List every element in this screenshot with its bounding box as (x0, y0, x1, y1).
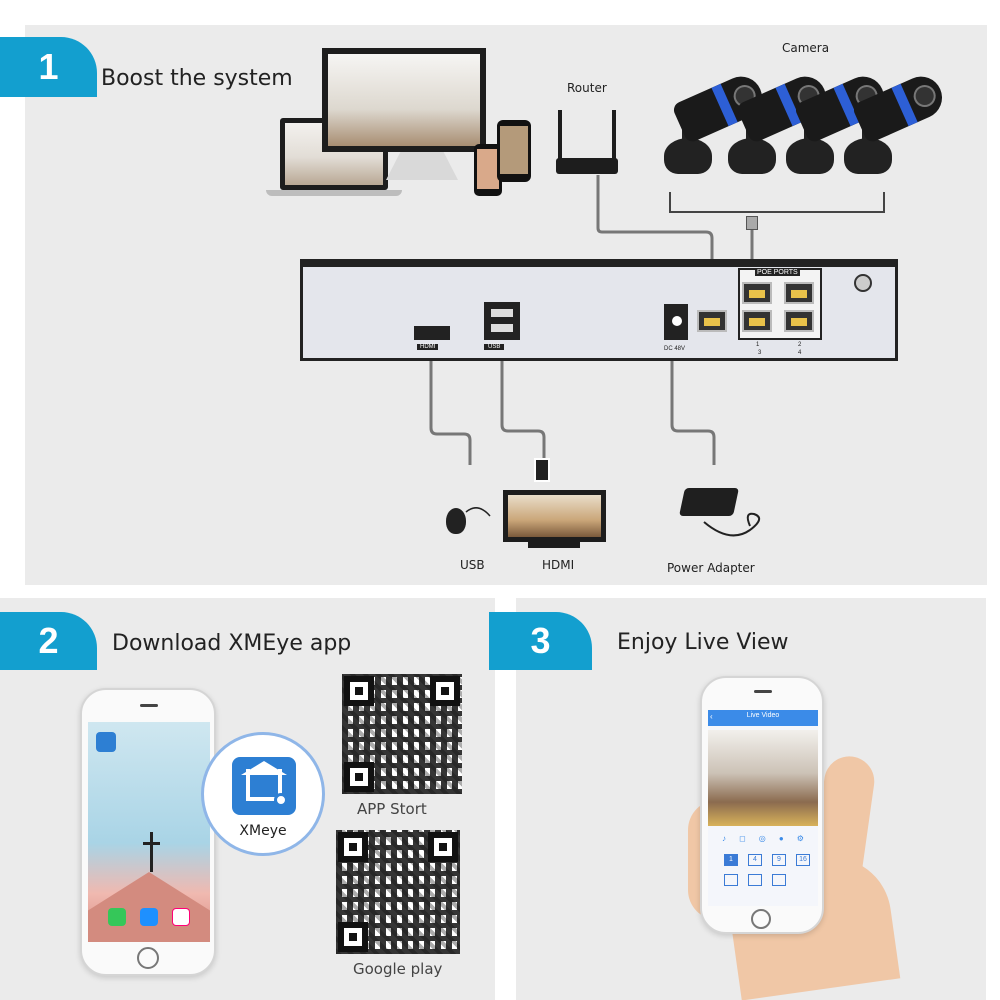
roof-shape (88, 872, 210, 942)
channel-button-9[interactable]: 9 (772, 854, 786, 866)
phone-screen-image-2 (500, 126, 528, 174)
xmeye-app-icon (232, 757, 296, 815)
music-app-icon[interactable] (172, 908, 190, 926)
step-1-title: Boost the system (101, 66, 293, 91)
usb-mouse (446, 508, 466, 534)
step-2-number: 2 (38, 620, 59, 661)
phone-home-screen (80, 688, 216, 976)
fullscreen-button[interactable] (772, 874, 786, 886)
hdmi-peripheral-label: HDMI (542, 558, 575, 572)
split-button[interactable] (748, 874, 762, 886)
camera-4 (836, 69, 949, 188)
poe-port-1[interactable] (742, 282, 772, 304)
phone-home-button-2[interactable] (751, 909, 771, 929)
camera-dot-icon (274, 793, 288, 807)
usb-port-label: USB (484, 344, 505, 350)
xmeye-app-icon-small[interactable] (96, 732, 116, 752)
xmeye-app-badge[interactable]: XMeye (201, 732, 325, 856)
power-port-label: DC 48V (664, 346, 686, 352)
live-camera-feed[interactable] (708, 730, 818, 826)
hdmi-port[interactable] (414, 326, 450, 340)
phone-speaker (140, 704, 158, 707)
back-arrow-icon[interactable]: ‹ (710, 712, 713, 721)
poe-number-1: 1 (756, 342, 760, 348)
settings-icon[interactable]: ⚙ (796, 834, 804, 843)
lan-port[interactable] (697, 310, 727, 332)
power-adapter-label: Power Adapter (667, 561, 755, 575)
step-1-number: 1 (38, 46, 59, 87)
tv-stand (528, 542, 580, 548)
house-icon (246, 769, 288, 807)
laptop-base (266, 190, 402, 196)
poe-number-4: 4 (798, 350, 802, 356)
audio-icon[interactable]: ♪ (722, 834, 726, 843)
live-view-screen: Live Video ‹ ♪ ◻ ◎ ● ⚙ 1 4 9 16 (708, 710, 818, 906)
channel-button-1[interactable]: 1 (724, 854, 738, 866)
desktop-monitor (322, 48, 486, 152)
hdmi-port-label: HDMI (417, 344, 439, 350)
snapshot-icon[interactable]: ◻ (739, 834, 746, 843)
router-device (556, 158, 618, 174)
rj45-plug (746, 216, 758, 230)
poe-port-2[interactable] (784, 282, 814, 304)
safari-app-icon[interactable] (140, 908, 158, 926)
power-port[interactable] (664, 304, 688, 340)
router-antenna-left (558, 110, 562, 160)
camera-1 (656, 69, 769, 188)
camera-3 (778, 69, 891, 188)
channel-button-16[interactable]: 16 (796, 854, 810, 866)
desktop-screen-image (328, 54, 480, 146)
xmeye-app-label: XMeye (239, 823, 287, 839)
poe-port-4[interactable] (784, 310, 814, 332)
channel-button-4[interactable]: 4 (748, 854, 762, 866)
router-antenna-right (612, 110, 616, 160)
router-label: Router (567, 81, 607, 95)
step-3-title: Enjoy Live View (617, 630, 789, 655)
phone-speaker-2 (754, 690, 772, 693)
cross-bar (143, 842, 160, 845)
camera-label: Camera (782, 41, 830, 55)
house-roof-icon (241, 761, 287, 775)
hdmi-plug (534, 458, 550, 482)
phone-screen-image (477, 149, 499, 189)
step-3-badge: 3 (489, 612, 592, 670)
phone-wallpaper (88, 722, 210, 942)
live-video-title: Live Video (746, 712, 780, 719)
step-3-number: 3 (530, 620, 551, 661)
usb-ports[interactable] (484, 302, 520, 340)
poe-number-3: 3 (758, 350, 762, 356)
ground-screw (854, 274, 872, 292)
camera-2 (720, 69, 833, 188)
ptz-icon[interactable]: ◎ (758, 834, 766, 843)
control-icons-row: ♪ ◻ ◎ ● ⚙ (722, 834, 804, 843)
step-2-badge: 2 (0, 612, 97, 670)
record-icon[interactable]: ● (778, 834, 784, 843)
qr-google-play-label: Google play (353, 960, 443, 978)
phone-device-large (497, 120, 531, 182)
poe-ports-label: POE PORTS (755, 269, 800, 276)
step-1-badge: 1 (0, 37, 97, 97)
qr-code-app-store[interactable] (342, 674, 462, 794)
cross-icon (150, 832, 153, 872)
poe-port-3[interactable] (742, 310, 772, 332)
phone-app-icon[interactable] (108, 908, 126, 926)
usb-peripheral-label: USB (460, 558, 485, 572)
power-adapter-cable (703, 512, 761, 537)
zoom-button[interactable] (724, 874, 738, 886)
phone-live-view: Live Video ‹ ♪ ◻ ◎ ● ⚙ 1 4 9 16 (700, 676, 824, 934)
tv-screen-image (508, 495, 601, 537)
phone-home-button[interactable] (137, 947, 159, 969)
step-2-title: Download XMEye app (112, 631, 352, 656)
monitor-stand (386, 152, 458, 180)
hdmi-tv (503, 490, 606, 542)
poe-number-2: 2 (798, 342, 802, 348)
qr-code-google-play[interactable] (336, 830, 460, 954)
app-header (708, 710, 818, 726)
qr-app-store-label: APP Stort (357, 800, 427, 818)
mouse-cable (465, 507, 491, 517)
